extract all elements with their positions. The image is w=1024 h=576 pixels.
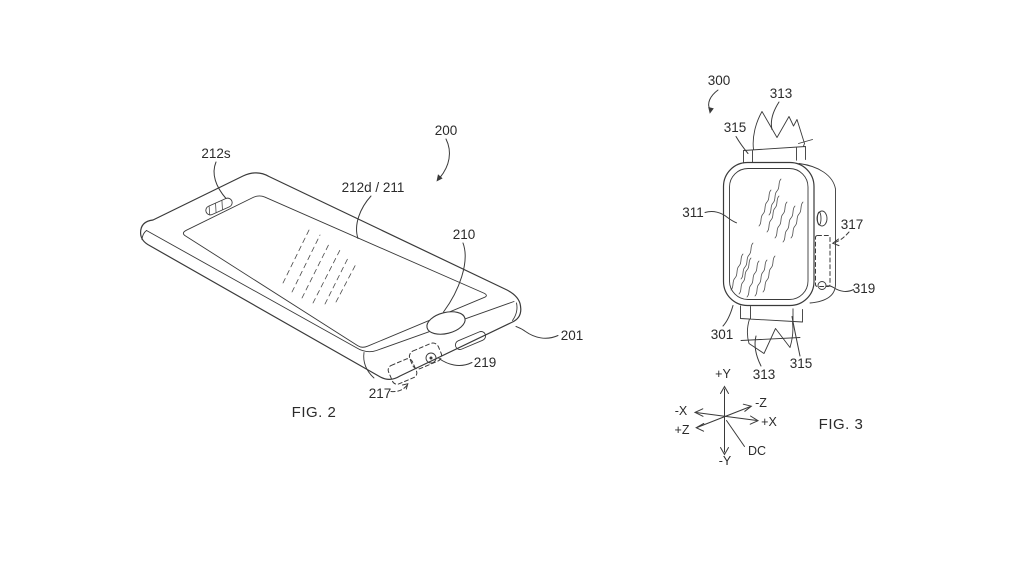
arrow-300-head (708, 107, 714, 114)
leader-210 (443, 242, 466, 313)
watch-case-outline (722, 161, 815, 307)
axis-label-x-neg: -X (675, 404, 688, 418)
figure-2-caption: FIG. 2 (292, 404, 337, 421)
phone-region-217-dashed (387, 358, 418, 385)
axis-arrowhead-z-pos (695, 423, 705, 432)
axis-label-z-pos: +Z (675, 423, 690, 437)
label-313-bottom: 313 (753, 367, 776, 382)
label-201: 201 (561, 328, 584, 343)
leader-301 (722, 305, 734, 327)
label-319: 319 (853, 281, 876, 296)
axis-label-y-pos: +Y (715, 367, 731, 381)
phone-home-button (426, 311, 466, 335)
label-315-bottom: 315 (790, 356, 813, 371)
watch-screen-reflection-hatching (730, 178, 804, 298)
watch-bottom-lug-bar (740, 305, 803, 323)
leader-315-bottom (791, 316, 801, 357)
axis-label-y-neg: -Y (719, 454, 732, 468)
phone-screen-reflection-hatching (282, 227, 357, 305)
phone-body-outline (139, 172, 522, 380)
leader-319 (826, 285, 854, 292)
axis-label-x-pos: +X (761, 415, 777, 429)
leader-311 (704, 211, 737, 224)
axis-x-line (695, 412, 758, 421)
arrow-200-head (436, 174, 443, 182)
label-315-top: 315 (724, 120, 747, 135)
phone-jack-dashed-region (408, 342, 443, 370)
arrow-300-shaft (708, 89, 719, 110)
leader-313-bottom (754, 335, 762, 367)
leader-217-arrowhead (402, 383, 409, 390)
axis-arrowhead-x-pos (749, 415, 760, 425)
phone-connector-port (454, 331, 487, 350)
watch-bottom-band (746, 318, 794, 354)
leader-219 (438, 358, 473, 366)
label-200: 200 (435, 123, 458, 138)
axis-label-dc: DC (748, 444, 766, 458)
label-210: 210 (453, 227, 476, 242)
phone-audio-jack (425, 352, 437, 364)
phone-corner-seam-right (512, 302, 518, 321)
label-219: 219 (474, 355, 497, 370)
figure-3-watch: 300 313 315 311 317 319 301 313 315 FIG.… (682, 73, 875, 433)
label-311: 311 (682, 205, 704, 220)
watch-top-band-break-tick (798, 139, 813, 144)
axis-label-z-neg: -Z (755, 396, 767, 410)
arrow-200-shaft (439, 138, 450, 178)
leader-313-top (770, 101, 780, 130)
leader-212s (213, 161, 227, 199)
watch-side-dashed-region (815, 235, 831, 287)
label-212s: 212s (201, 146, 231, 161)
leader-212d-211 (356, 195, 372, 239)
leader-317-dashed (834, 231, 850, 243)
label-300: 300 (708, 73, 731, 88)
phone-speaker-slot (205, 197, 233, 216)
watch-crown-inner-edge (816, 211, 822, 226)
watch-port-circle (817, 281, 827, 290)
label-217: 217 (369, 386, 392, 401)
label-317: 317 (841, 217, 864, 232)
watch-bottom-band-break-tick (740, 337, 801, 341)
axis-z-line (696, 406, 751, 428)
label-301: 301 (711, 327, 734, 342)
phone-audio-jack-center (429, 356, 433, 360)
watch-screen-bezel (729, 168, 809, 300)
watch-side-panel (798, 163, 836, 304)
axis-arrowhead-z-neg (742, 403, 753, 412)
watch-top-band (752, 111, 805, 150)
coordinate-axes: +Y -Y -X +Z -Z +X DC (675, 367, 778, 468)
phone-screen-outline (182, 195, 487, 348)
axis-arrowhead-y-neg (720, 447, 729, 456)
figure-2-phone: 212s 212d / 211 200 210 201 219 217 FIG.… (139, 123, 584, 421)
watch-top-lug-bar (743, 146, 806, 164)
watch-crown (816, 210, 828, 227)
dc-pointer-line (726, 420, 745, 447)
figure-3-caption: FIG. 3 (819, 416, 864, 433)
leader-217-dashed (390, 384, 408, 393)
leader-315-top (735, 136, 749, 154)
leader-317-arrowhead (831, 238, 840, 247)
label-212d-211: 212d / 211 (342, 180, 405, 195)
phone-top-face-edge (146, 230, 515, 353)
phone-corner-seam-front (363, 352, 375, 379)
label-313-top: 313 (770, 86, 793, 101)
axis-arrowhead-x-neg (693, 408, 704, 417)
axis-arrowhead-y-pos (720, 385, 729, 394)
leader-201 (515, 326, 559, 339)
phone-corner-seam-left (141, 230, 147, 240)
